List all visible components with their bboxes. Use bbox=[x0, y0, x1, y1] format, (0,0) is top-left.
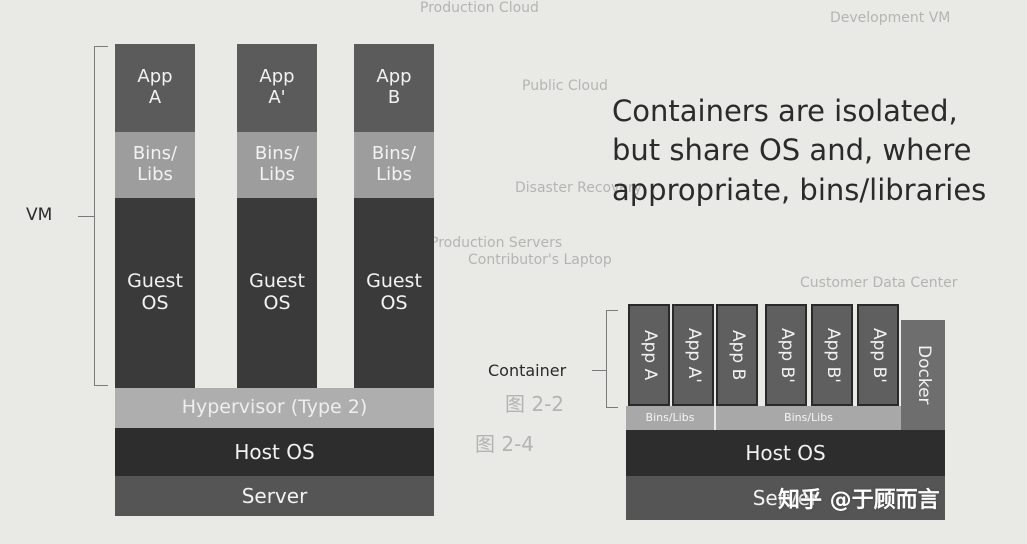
vm-bracket bbox=[94, 46, 108, 386]
container-app-b: App B bbox=[716, 304, 758, 406]
container-app-b-prime-3: App B' bbox=[857, 304, 899, 406]
container-bins-libs-right: Bins/Libs bbox=[716, 406, 901, 430]
container-docker: Docker bbox=[901, 320, 945, 430]
vm-guest-os-1: Guest OS bbox=[115, 198, 195, 388]
bg-text-production-cloud: Production Cloud bbox=[420, 0, 539, 16]
vm-host-os: Host OS bbox=[115, 428, 434, 476]
diagram-caption: Containers are isolated, but share OS an… bbox=[612, 94, 987, 207]
vm-bins-libs-1: Bins/ Libs bbox=[115, 132, 195, 198]
container-diagram: App A App A' App B App B' App B' App B' … bbox=[480, 290, 1027, 544]
bg-text-figure-2-2: 图 2-2 bbox=[505, 392, 565, 416]
container-host-os: Host OS bbox=[626, 430, 945, 476]
vm-app-a: App A bbox=[115, 44, 195, 132]
zhihu-watermark: 知乎 @于顾而言 bbox=[778, 488, 940, 513]
vm-label: VM bbox=[26, 205, 53, 225]
bg-text-contributors-laptop: Contributor's Laptop bbox=[468, 252, 612, 268]
container-app-b-prime-1: App B' bbox=[765, 304, 807, 406]
vm-guest-os-3: Guest OS bbox=[354, 198, 434, 388]
container-server: Server bbox=[626, 476, 945, 520]
vm-diagram: App A Bins/ Libs Guest OS App A' Bins/ L… bbox=[0, 0, 480, 544]
bg-text-customer-data-center: Customer Data Center bbox=[800, 275, 958, 291]
container-bracket bbox=[606, 310, 618, 408]
container-app-a-prime: App A' bbox=[672, 304, 714, 406]
container-app-b-prime-2: App B' bbox=[811, 304, 853, 406]
vm-hypervisor: Hypervisor (Type 2) bbox=[115, 388, 434, 428]
container-label: Container bbox=[488, 361, 567, 380]
vm-server: Server bbox=[115, 476, 434, 516]
bg-text-figure-2-4: 图 2-4 bbox=[475, 432, 535, 456]
bg-text-production-servers: Production Servers bbox=[430, 235, 563, 251]
vm-bracket-tick bbox=[78, 216, 94, 217]
vm-bins-libs-2: Bins/ Libs bbox=[237, 132, 317, 198]
vm-bins-libs-3: Bins/ Libs bbox=[354, 132, 434, 198]
container-bins-libs-left: Bins/Libs bbox=[626, 406, 714, 430]
vm-app-b: App B bbox=[354, 44, 434, 132]
bg-text-public-cloud: Public Cloud bbox=[522, 78, 608, 94]
container-app-a: App A bbox=[628, 304, 670, 406]
container-bracket-tick bbox=[592, 370, 606, 371]
bg-text-development-vm: Development VM bbox=[830, 10, 951, 26]
bg-text-disaster-recovery: Disaster Recovery bbox=[515, 180, 643, 196]
vm-app-a-prime: App A' bbox=[237, 44, 317, 132]
vm-guest-os-2: Guest OS bbox=[237, 198, 317, 388]
